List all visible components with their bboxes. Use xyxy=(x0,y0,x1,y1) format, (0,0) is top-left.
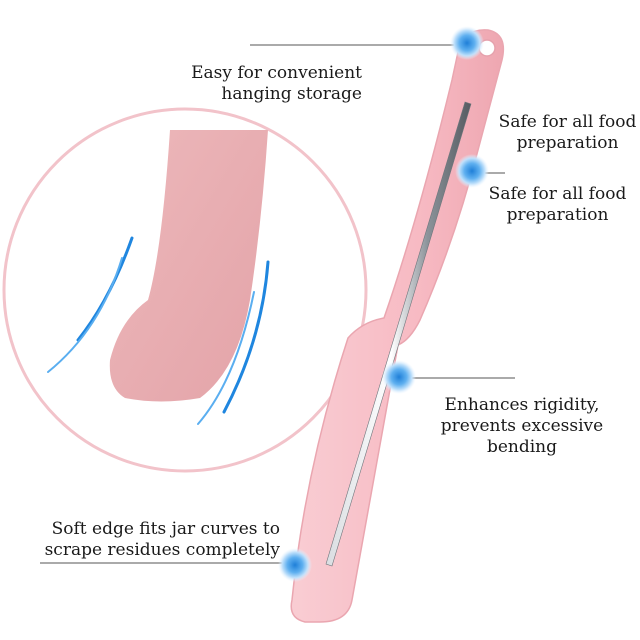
callout-food-safe-lower: Safe for all food preparation xyxy=(485,184,630,226)
callout-text: Enhances rigidity, xyxy=(444,395,600,415)
callout-food-safe-upper: Safe for all food preparation xyxy=(495,112,640,154)
callout-soft-edge: Soft edge fits jar curves to scrape resi… xyxy=(20,519,280,561)
callout-text: preparation xyxy=(506,205,609,225)
marker-dot-soft-edge xyxy=(278,548,312,582)
marker-dots xyxy=(278,26,489,582)
callout-rigidity: Enhances rigidity, prevents excessive be… xyxy=(432,395,612,458)
spatula xyxy=(290,29,505,623)
callout-text: Easy for convenient xyxy=(191,63,362,83)
motion-arc-left-2 xyxy=(47,257,123,373)
motion-arc-right-2 xyxy=(197,291,255,425)
zoom-detail xyxy=(2,107,368,473)
marker-dot-rigidity xyxy=(382,360,416,394)
callout-text: prevents excessive xyxy=(440,416,604,436)
callout-text: bending xyxy=(486,437,558,457)
motion-arc-right-1 xyxy=(222,260,270,414)
marker-dot-hanging xyxy=(450,26,484,60)
callout-text: scrape residues completely xyxy=(44,540,280,560)
callout-text: hanging storage xyxy=(221,84,362,104)
callout-hanging-storage: Easy for convenient hanging storage xyxy=(150,63,362,105)
marker-dot-food-safe xyxy=(455,154,489,188)
steel-core xyxy=(325,101,472,567)
zoom-spatula-tip xyxy=(109,130,268,402)
callout-text: Safe for all food xyxy=(488,184,627,204)
callout-text: Soft edge fits jar curves to xyxy=(51,519,280,539)
callout-text: preparation xyxy=(516,133,619,153)
callout-text: Safe for all food xyxy=(498,112,637,132)
